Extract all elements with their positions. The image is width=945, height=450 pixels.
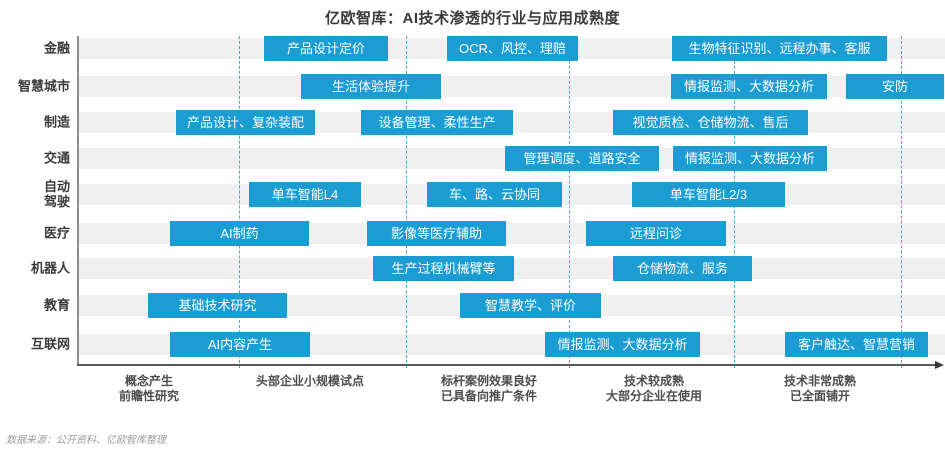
application-box: AI制药 (170, 220, 309, 246)
industry-label-自动驾驶: 自动 驾驶 (43, 179, 70, 209)
application-box: 生产过程机械臂等 (373, 255, 514, 281)
stage-label: 技术非常成熟 已全面铺开 (783, 374, 857, 403)
application-box: 生活体验提升 (301, 73, 441, 99)
application-box: 产品设计、复杂装配 (176, 109, 315, 135)
x-axis-line (77, 364, 936, 366)
stage-boundary-dashed-line (239, 36, 240, 368)
application-box: 仓储物流、服务 (613, 255, 752, 281)
industry-label-金融: 金融 (43, 40, 70, 56)
application-box: 生物特征识别、远程办事、客服 (672, 35, 887, 61)
application-box: 客户触达、智慧营销 (785, 331, 928, 357)
industry-label-机器人: 机器人 (30, 260, 70, 276)
application-box: 车、路、云协同 (427, 181, 562, 207)
data-source-note: 数据来源：公开资料、亿欧智库整理 (6, 435, 166, 446)
stage-label: 概念产生 前瞻性研究 (118, 374, 180, 403)
stage-label: 标杆案例效果良好 已具备向推广条件 (440, 374, 538, 403)
industry-label-交通: 交通 (43, 150, 70, 166)
application-box: 单车智能L2/3 (632, 181, 785, 207)
chart-title: 亿欧智库：AI技术渗透的行业与应用成熟度 (324, 10, 620, 27)
application-box: 智慧教学、评价 (460, 292, 601, 318)
industry-label-医疗: 医疗 (43, 225, 70, 241)
stage-label: 技术较成熟 大部分企业在使用 (605, 374, 703, 403)
x-axis-arrow-icon (935, 361, 944, 369)
application-box: 管理调度、道路安全 (505, 145, 659, 171)
application-box: 远程问诊 (586, 220, 726, 246)
application-box: 情报监测、大数据分析 (545, 331, 700, 357)
application-box: OCR、风控、理赔 (447, 35, 578, 61)
application-box: 安防 (846, 73, 944, 99)
industry-label-教育: 教育 (43, 297, 70, 313)
application-box: 单车智能L4 (249, 181, 361, 207)
application-box: 基础技术研究 (148, 292, 287, 318)
stage-boundary-dashed-line (406, 36, 407, 368)
stage-boundary-dashed-line (569, 36, 570, 368)
industry-label-智慧城市: 智慧城市 (17, 78, 70, 94)
stage-label: 头部企业小规模试点 (255, 374, 365, 388)
application-box: 设备管理、柔性生产 (361, 109, 513, 135)
application-box: 情报监测、大数据分析 (673, 145, 827, 171)
application-box: AI内容产生 (170, 331, 310, 357)
application-box: 视觉质检、仓储物流、售后 (613, 109, 808, 135)
industry-label-互联网: 互联网 (30, 336, 70, 352)
stage-boundary-dashed-line (901, 36, 902, 368)
application-box: 情报监测、大数据分析 (671, 73, 827, 99)
industry-label-制造: 制造 (43, 114, 70, 130)
y-axis-line (77, 36, 79, 365)
application-box: 影像等医疗辅助 (367, 220, 506, 246)
application-box: 产品设计定价 (264, 35, 388, 61)
